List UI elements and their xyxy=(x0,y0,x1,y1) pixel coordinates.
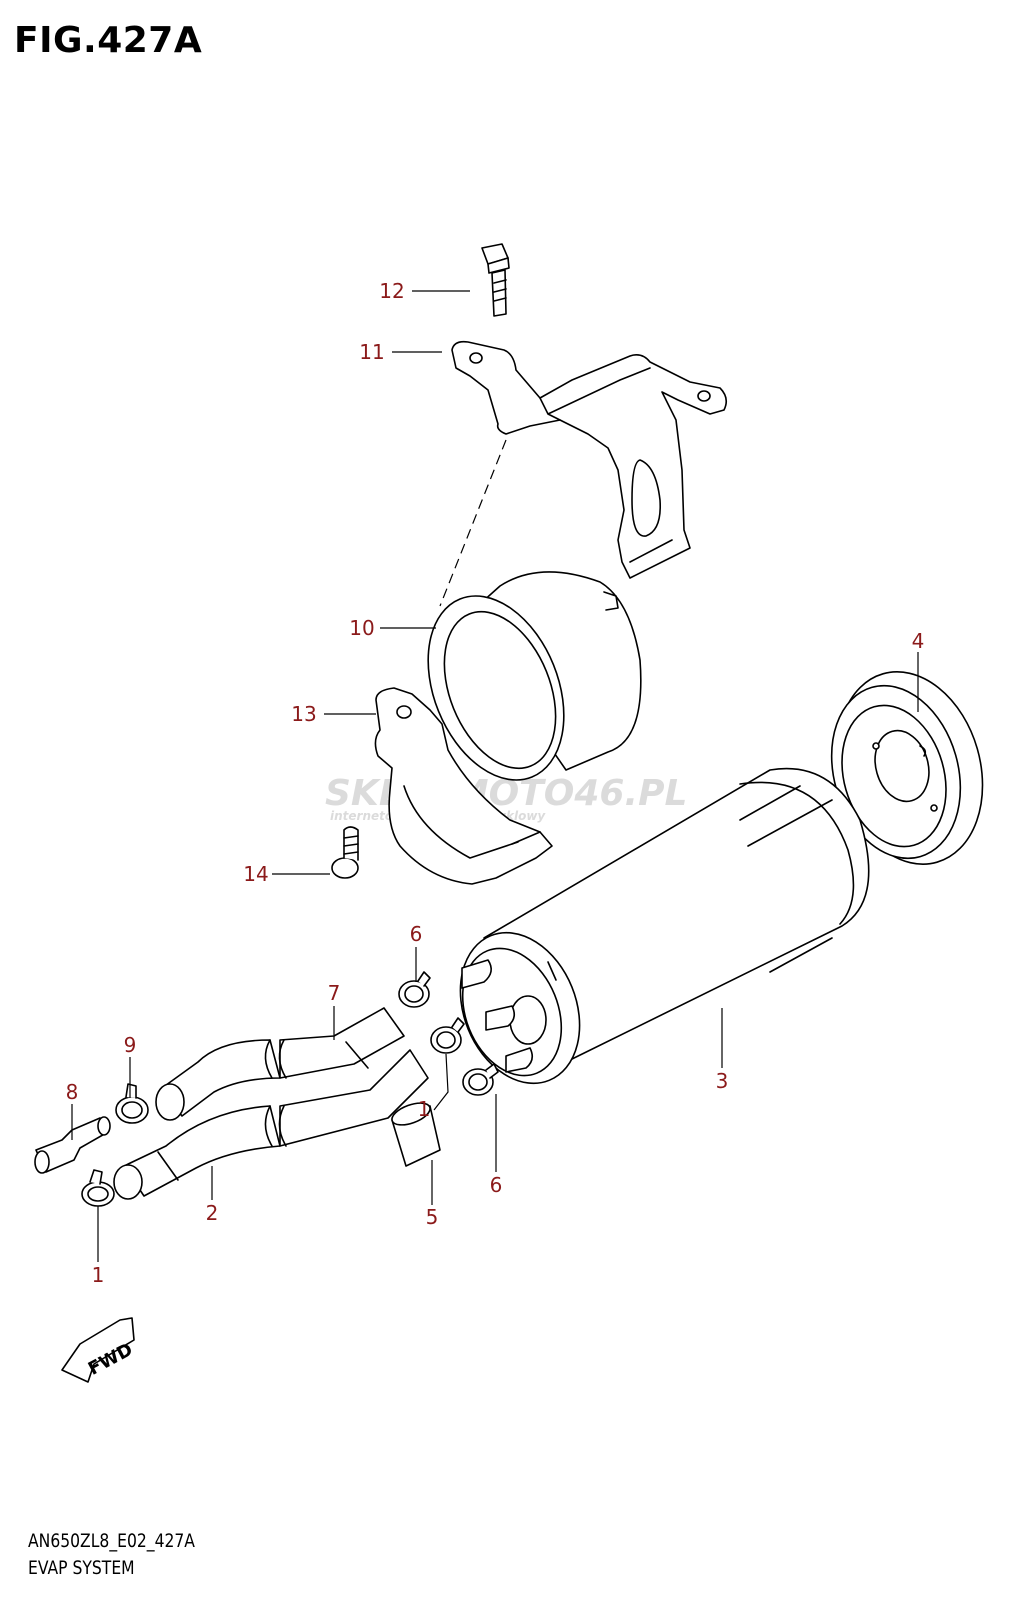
callout-6-bottom: 6 xyxy=(490,1173,503,1197)
part-6-clamp-a xyxy=(398,971,431,1008)
part-12-bolt xyxy=(481,243,510,317)
callout-9: 9 xyxy=(124,1033,137,1057)
part-3-canister xyxy=(459,767,870,1085)
part-7-hose xyxy=(155,1007,405,1121)
callout-1-mid: 1 xyxy=(418,1097,431,1121)
callout-12: 12 xyxy=(379,279,404,303)
part-9-clamp xyxy=(115,1083,149,1124)
part-8-fitting xyxy=(34,1116,111,1174)
callout-7: 7 xyxy=(328,981,341,1005)
callout-13: 13 xyxy=(291,702,316,726)
callout-3: 3 xyxy=(716,1069,729,1093)
part-11-bracket xyxy=(451,340,728,579)
model-code: AN650ZL8_E02_427A xyxy=(28,1530,195,1552)
watermark: SKLEPMOTO46.PL internetowy sklep motocyk… xyxy=(325,773,687,823)
part-6-clamp-b xyxy=(462,1063,499,1096)
leader-lines xyxy=(71,290,919,1262)
callout-14: 14 xyxy=(243,862,268,886)
callout-5: 5 xyxy=(426,1205,439,1229)
leader-dash-11-10 xyxy=(439,439,507,607)
watermark-brand: SKLEPMOTO46.PL xyxy=(325,773,687,814)
part-13-strap xyxy=(374,687,553,885)
callout-1-bottom: 1 xyxy=(92,1263,105,1287)
part-2-hose xyxy=(113,1049,429,1200)
callout-6-top: 6 xyxy=(410,922,423,946)
part-1-clamp-b xyxy=(430,1017,465,1054)
section-name: EVAP SYSTEM xyxy=(28,1557,135,1579)
fwd-arrow-icon: FWD xyxy=(61,1317,136,1383)
callout-8: 8 xyxy=(66,1080,79,1104)
callout-11: 11 xyxy=(359,340,384,364)
callout-2: 2 xyxy=(206,1201,219,1225)
part-5-plug xyxy=(391,1102,441,1167)
part-4-cap xyxy=(830,671,984,865)
part-10-band xyxy=(427,571,642,781)
part-14-screw xyxy=(331,826,359,879)
part-1-clamp-a xyxy=(81,1169,115,1207)
figure-title: FIG.427A xyxy=(14,20,203,61)
callout-10: 10 xyxy=(349,616,374,640)
callouts: 12 11 10 13 14 4 3 6 7 9 8 1 2 5 6 1 xyxy=(66,279,925,1287)
callout-4: 4 xyxy=(912,629,925,653)
